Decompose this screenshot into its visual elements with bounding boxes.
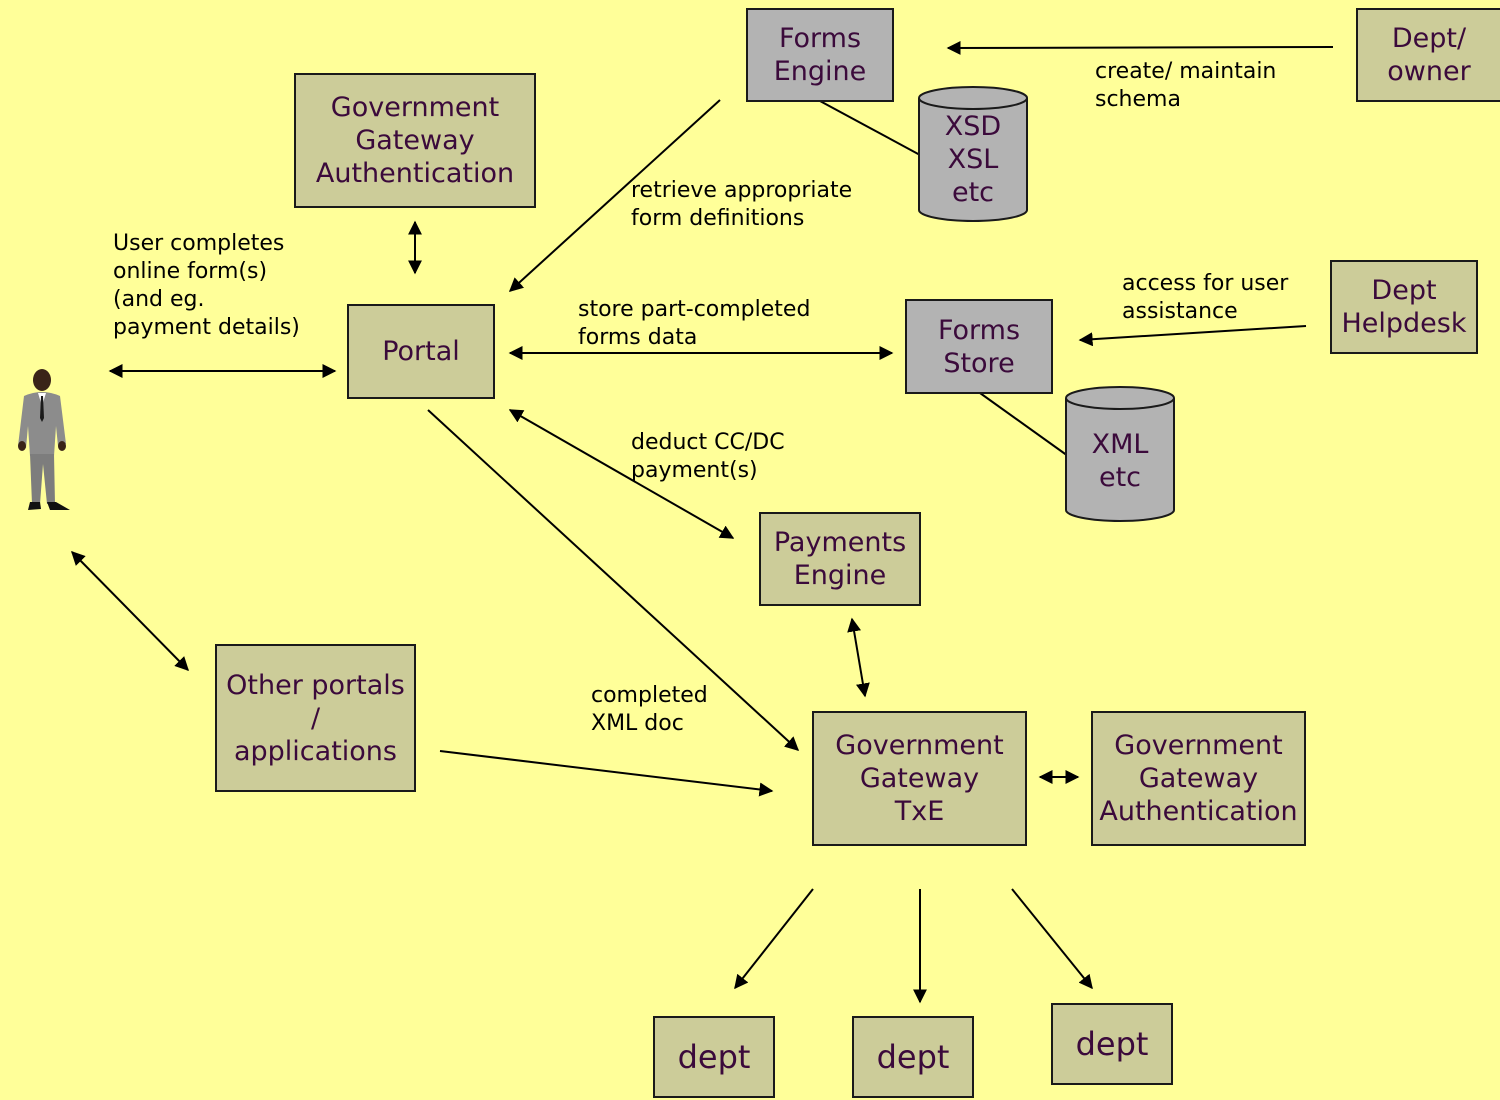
store-part-completed-label: store part-completed forms data [578, 297, 811, 350]
access-user-assistance-label: access for user assistance [1122, 271, 1289, 324]
retrieve-form-definitions-label: retrieve appropriate form definitions [631, 178, 853, 231]
portal-box: Portal [347, 304, 495, 399]
person-in-suit-icon [18, 369, 70, 510]
xsd-database-cylinder: XSD XSL etc [918, 86, 1028, 222]
forms-store-box: Forms Store [905, 299, 1053, 394]
link-forms-engine-to-xsd-store [819, 100, 921, 156]
xml-database-label: XML etc [1091, 429, 1149, 493]
arrow-dept-owner-to-forms-engine [946, 40, 1334, 55]
arrow-forms-engine-to-portal [508, 99, 721, 292]
arrow-helpdesk-to-forms-store [1078, 325, 1307, 347]
user-completes-label: User completes online form(s) (and eg. p… [113, 231, 300, 340]
arrow-txe-to-dept-3 [1011, 888, 1093, 990]
create-maintain-schema-label: create/ maintain schema [1095, 59, 1277, 112]
dept-box-2: dept [852, 1016, 974, 1098]
other-portals-box: Other portals / applications [215, 644, 416, 792]
arrow-portal-to-txe [427, 409, 800, 751]
link-forms-store-to-xml-store [979, 392, 1069, 457]
gov-gateway-auth-bottom-box: Government Gateway Authentication [1091, 711, 1306, 846]
dept-owner-box: Dept/ owner [1356, 8, 1500, 102]
xsd-database-label: XSD XSL etc [944, 111, 1002, 208]
gov-gateway-auth-top-box: Government Gateway Authentication [294, 73, 536, 208]
payments-engine-box: Payments Engine [759, 512, 921, 606]
arrow-payments-txe [847, 617, 870, 698]
arrow-other-portals-to-txe [439, 750, 774, 797]
dept-helpdesk-box: Dept Helpdesk [1330, 260, 1478, 354]
arrow-txe-to-dept-1 [734, 888, 814, 990]
completed-xml-doc-label: completed XML doc [591, 683, 708, 736]
arrow-portal-payments [508, 409, 735, 539]
xml-database-cylinder: XML etc [1065, 386, 1175, 522]
gov-gateway-txe-box: Government Gateway TxE [812, 711, 1027, 846]
deduct-payment-label: deduct CC/DC payment(s) [631, 430, 785, 483]
dept-box-1: dept [653, 1016, 775, 1098]
dept-box-3: dept [1051, 1003, 1173, 1085]
arrow-user-other-portals [71, 551, 189, 671]
forms-engine-box: Forms Engine [746, 8, 894, 102]
